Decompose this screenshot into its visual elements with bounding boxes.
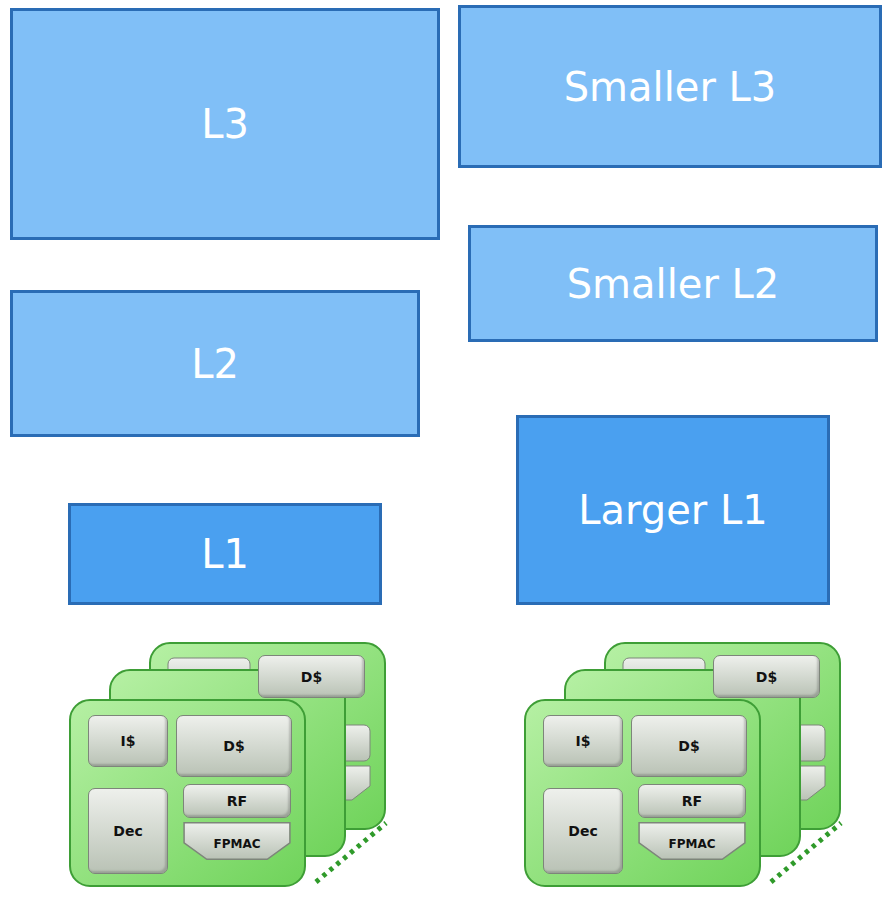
core-part-box: I$	[543, 715, 623, 767]
core-part-box: RF	[638, 784, 746, 818]
cache-box: Smaller L2	[468, 225, 878, 342]
cache-label: L3	[201, 101, 249, 147]
part-label: D$	[678, 738, 699, 754]
part-label: Dec	[113, 823, 142, 839]
core-part-box: FPMAC	[638, 822, 746, 860]
cache-label: L2	[191, 341, 239, 387]
cache-box: L1	[68, 503, 382, 605]
core-part-box: D$	[631, 715, 747, 777]
more-cores-dots	[771, 823, 841, 882]
core-tile	[70, 700, 305, 886]
core-part-box: RF	[183, 784, 291, 818]
cache-label: Smaller L3	[564, 64, 777, 110]
cache-box: Smaller L3	[458, 5, 882, 168]
core-tile	[525, 700, 760, 886]
part-label: RF	[227, 793, 247, 809]
cache-box: Larger L1	[516, 415, 830, 605]
more-cores-dots	[316, 823, 386, 882]
part-label: D$	[301, 669, 322, 685]
cache-box: L2	[10, 290, 420, 437]
part-label: Dec	[568, 823, 597, 839]
part-label: I$	[576, 733, 591, 749]
part-label: D$	[223, 738, 244, 754]
cache-label: Larger L1	[578, 487, 767, 533]
core-part-box: D$	[713, 655, 820, 698]
part-label: FPMAC	[668, 837, 715, 851]
core-part-box: Dec	[88, 788, 168, 874]
core-part-box: D$	[258, 655, 365, 698]
part-label: FPMAC	[213, 837, 260, 851]
part-label: I$	[121, 733, 136, 749]
core-part-box: I$	[88, 715, 168, 767]
core-part-box: FPMAC	[183, 822, 291, 860]
core-part-box: D$	[176, 715, 292, 777]
cache-label: L1	[201, 531, 249, 577]
part-label: D$	[756, 669, 777, 685]
part-label: RF	[682, 793, 702, 809]
cache-box: L3	[10, 8, 440, 240]
core-part-box: Dec	[543, 788, 623, 874]
cache-label: Smaller L2	[567, 261, 780, 307]
